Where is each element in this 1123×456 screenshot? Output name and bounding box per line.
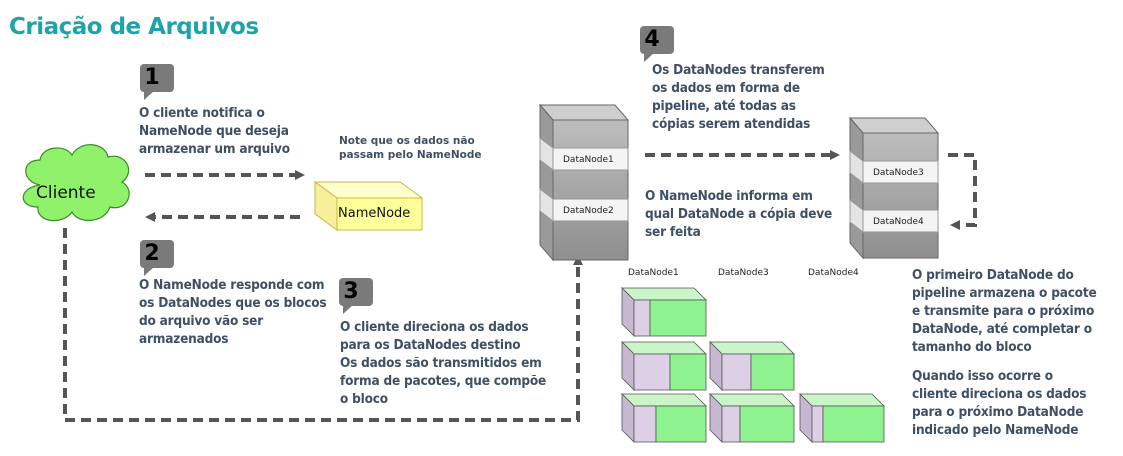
- packet-blocks: [621, 287, 885, 443]
- packet-block: [621, 341, 707, 391]
- step-1-badge: 1: [140, 64, 174, 100]
- arrow-pipeline-dn3-dn4: [948, 153, 977, 230]
- client-cloud: [22, 144, 130, 222]
- packet-block: [709, 341, 795, 391]
- packet-header-dn3: DataNode3: [718, 268, 769, 278]
- datanode-stack-right: [848, 116, 940, 260]
- datanode-stack-left: [538, 103, 630, 262]
- packet-header-dn4: DataNode4: [808, 268, 859, 278]
- datanode1-label: DataNode1: [563, 155, 614, 165]
- packet-header-dn1: DataNode1: [628, 268, 679, 278]
- namenode-box: [313, 181, 424, 231]
- datanode4-label: DataNode4: [873, 217, 924, 227]
- step-2-badge: 2: [140, 240, 174, 276]
- packet-block: [621, 393, 707, 443]
- arrow-client-to-datanode: [63, 228, 583, 422]
- packet-block: [709, 393, 795, 443]
- datanode3-label: DataNode3: [873, 168, 924, 178]
- datanode2-label: DataNode2: [563, 206, 614, 216]
- namenode-label: NameNode: [338, 206, 411, 221]
- packet-block: [621, 287, 707, 337]
- packet-block: [799, 393, 885, 443]
- step-3-badge: 3: [339, 278, 373, 314]
- step-4-badge: 4: [640, 26, 674, 62]
- page-title: Criação de Arquivos: [9, 14, 259, 40]
- client-label: Cliente: [36, 183, 96, 203]
